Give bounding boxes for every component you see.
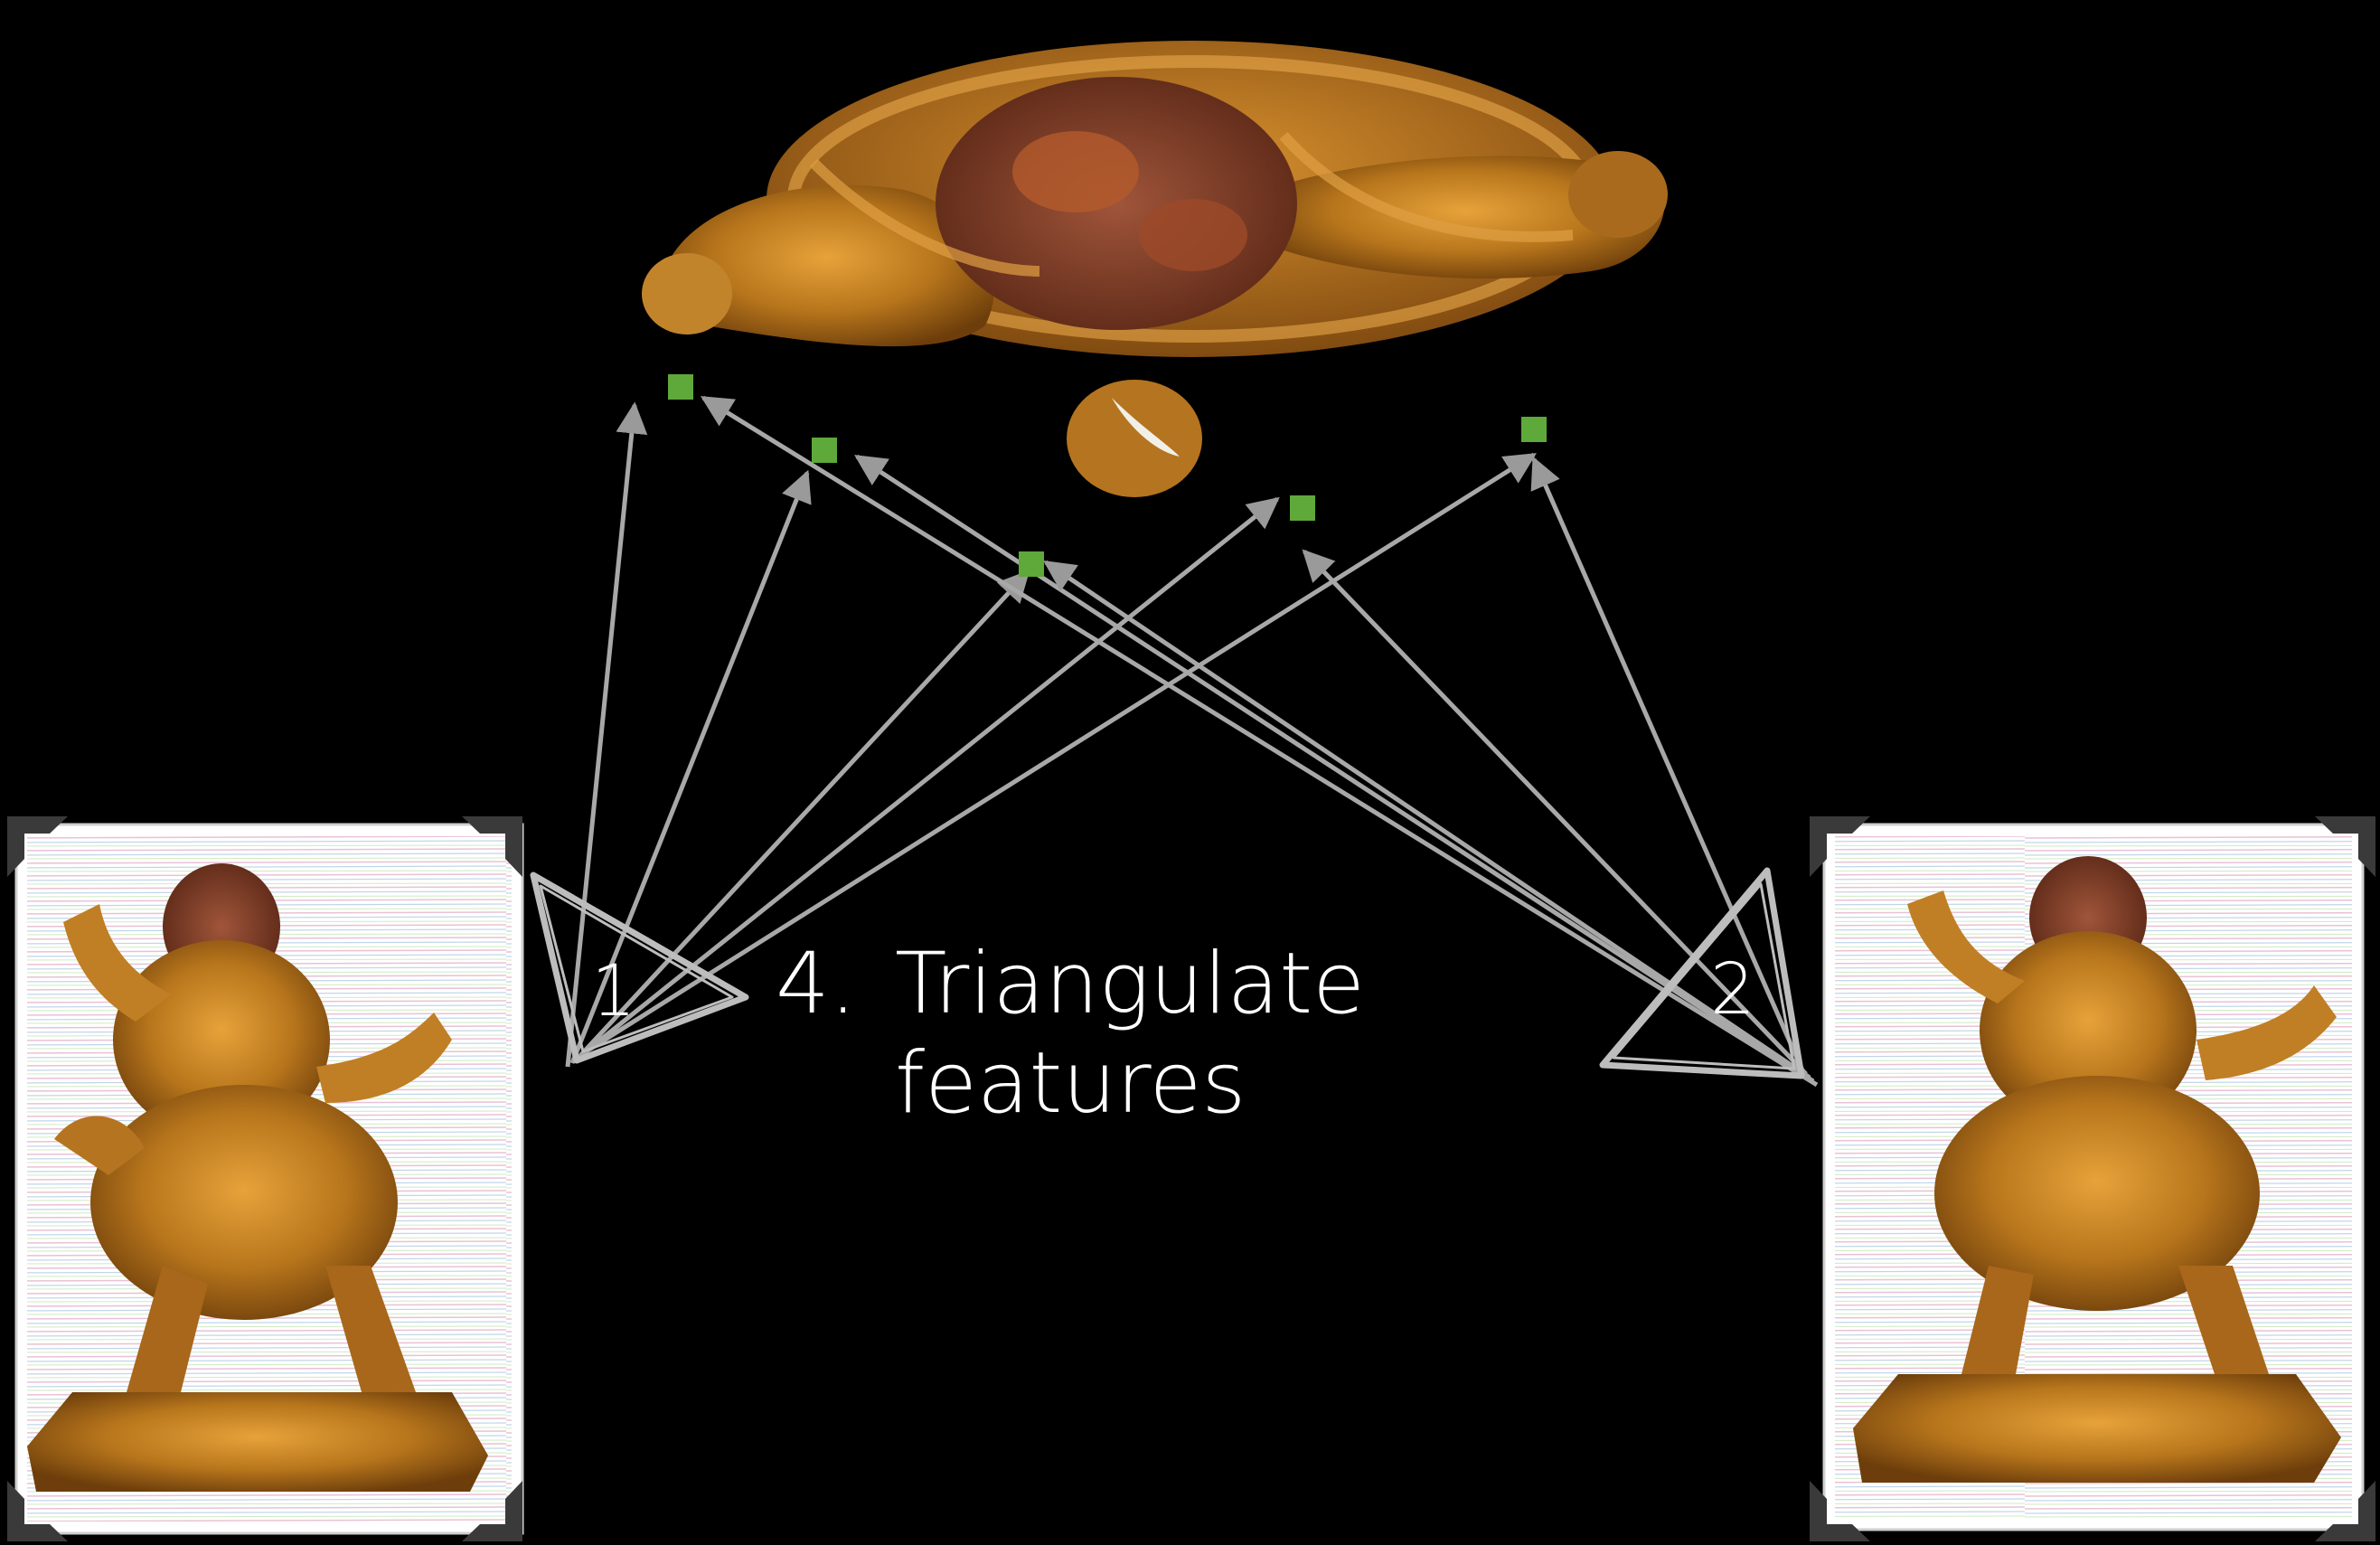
photo-left — [7, 816, 522, 1541]
step-title-line-2: features — [895, 1034, 1365, 1134]
camera-frustum-icon — [533, 875, 746, 1060]
ray — [1534, 459, 1802, 1070]
step-number: 4. — [776, 935, 857, 1034]
feature-point-icon — [668, 374, 693, 400]
camera-1-label: 1 — [591, 951, 636, 1032]
step-title-line-1: Triangulate — [895, 935, 1365, 1034]
step-title: Triangulate features — [895, 935, 1365, 1134]
feature-point-icon — [1290, 495, 1315, 521]
feature-point-icon — [1019, 551, 1044, 577]
feature-point-icon — [812, 438, 837, 463]
photo-right — [1810, 816, 2375, 1541]
feature-point-icon — [1521, 417, 1547, 442]
camera-2-label: 2 — [1710, 949, 1755, 1031]
reconstructed-model — [642, 41, 1668, 497]
